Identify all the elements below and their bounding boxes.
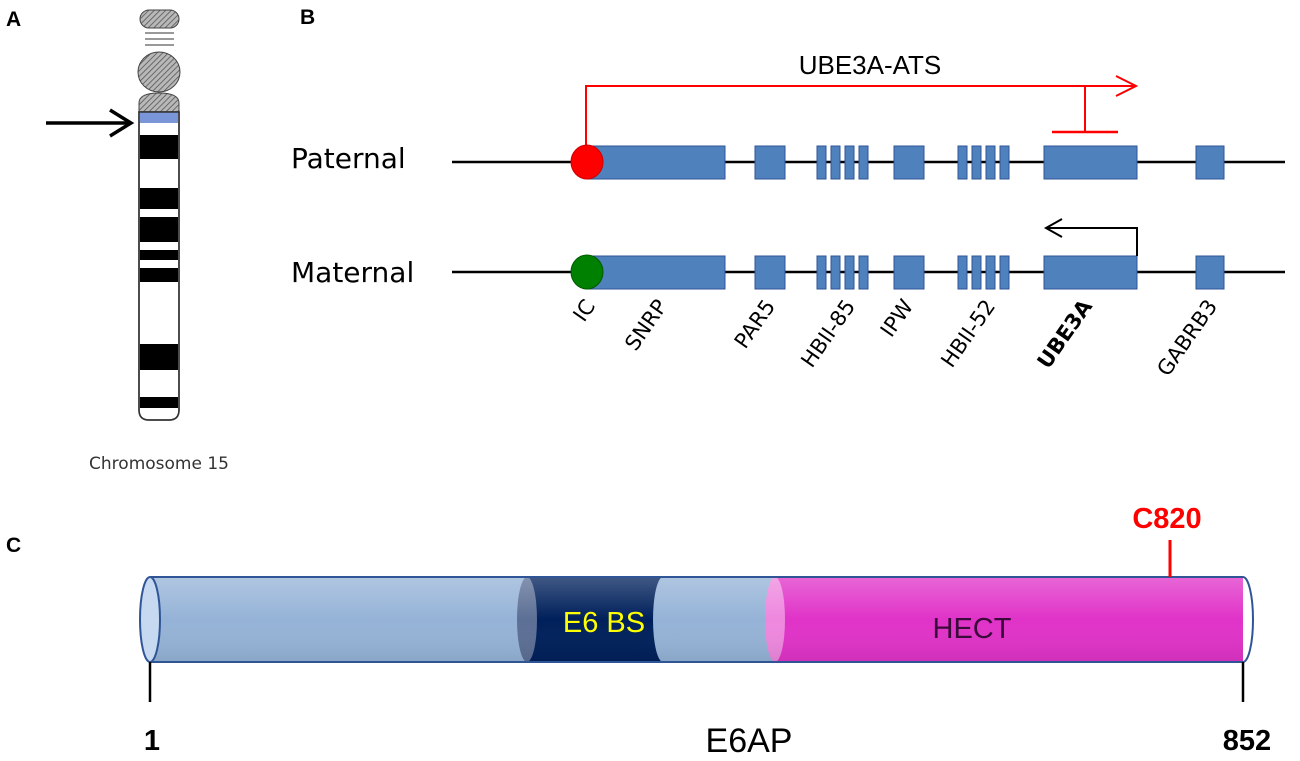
- chromosome-p-arm: [137, 51, 181, 93]
- residue-start-label: 1: [144, 725, 160, 757]
- protein-outline: [150, 576, 1254, 663]
- paternal-label: Paternal: [291, 142, 406, 175]
- domain-e6-bs-label: E6 BS: [563, 607, 645, 639]
- ube3a-transcript-arrow: [1043, 218, 1138, 256]
- paternal-imprinting-center: [570, 144, 604, 180]
- e6ap-protein-cylinder: [139, 576, 1254, 663]
- ube3a-ats-label: UBE3A-ATS: [799, 50, 942, 80]
- paternal-allele: [452, 144, 1285, 180]
- exon-ipw: [893, 145, 925, 180]
- maternal-allele: [452, 254, 1285, 290]
- chromosome-satellite: [139, 9, 180, 29]
- gene-label-ic: IC: [568, 295, 600, 326]
- gene-label-snrp: SNRP: [620, 295, 672, 355]
- chromosome-highlight-band: [140, 112, 178, 123]
- exon-hbii-52: [957, 145, 968, 180]
- ube3a-ats-transcript-arrow: [585, 75, 1139, 158]
- protein-n-terminus-cap: [139, 576, 161, 663]
- panel-label-a: A: [6, 8, 21, 31]
- panel-label-c: C: [6, 534, 21, 557]
- gene-label-hbii-85: HBII-85: [796, 295, 860, 372]
- exon-hbii-85: [816, 145, 827, 180]
- gene-label-gabrb3: GABRB3: [1152, 295, 1222, 380]
- gene-label-par5: PAR5: [730, 295, 780, 353]
- exon-gabrb3: [1195, 145, 1225, 180]
- chromosome-centromere: [138, 92, 180, 113]
- c820-site-label: C820: [1132, 503, 1201, 535]
- gene-label-ube3a: UBE3A: [1033, 295, 1098, 373]
- chromosome-ideogram: [137, 9, 181, 421]
- gene-label-ipw: IPW: [876, 295, 919, 341]
- exon-par5: [754, 145, 786, 180]
- maternal-label: Maternal: [291, 256, 414, 289]
- band-pointer-arrow: [46, 108, 135, 138]
- gene-label-hbii-52: HBII-52: [936, 295, 1000, 372]
- exon-snrp: [585, 145, 726, 180]
- chromosome-caption: Chromosome 15: [89, 454, 229, 474]
- panel-label-b: B: [300, 6, 315, 29]
- gene-labels: IC SNRP PAR5 HBII-85 IPW HBII-52 UBE3A G…: [568, 295, 1222, 381]
- domain-hect-label: HECT: [933, 613, 1012, 645]
- maternal-imprinting-center: [570, 254, 604, 290]
- residue-end-label: 852: [1223, 725, 1271, 757]
- protein-name-label: E6AP: [706, 722, 793, 760]
- exon-ube3a: [1043, 145, 1138, 180]
